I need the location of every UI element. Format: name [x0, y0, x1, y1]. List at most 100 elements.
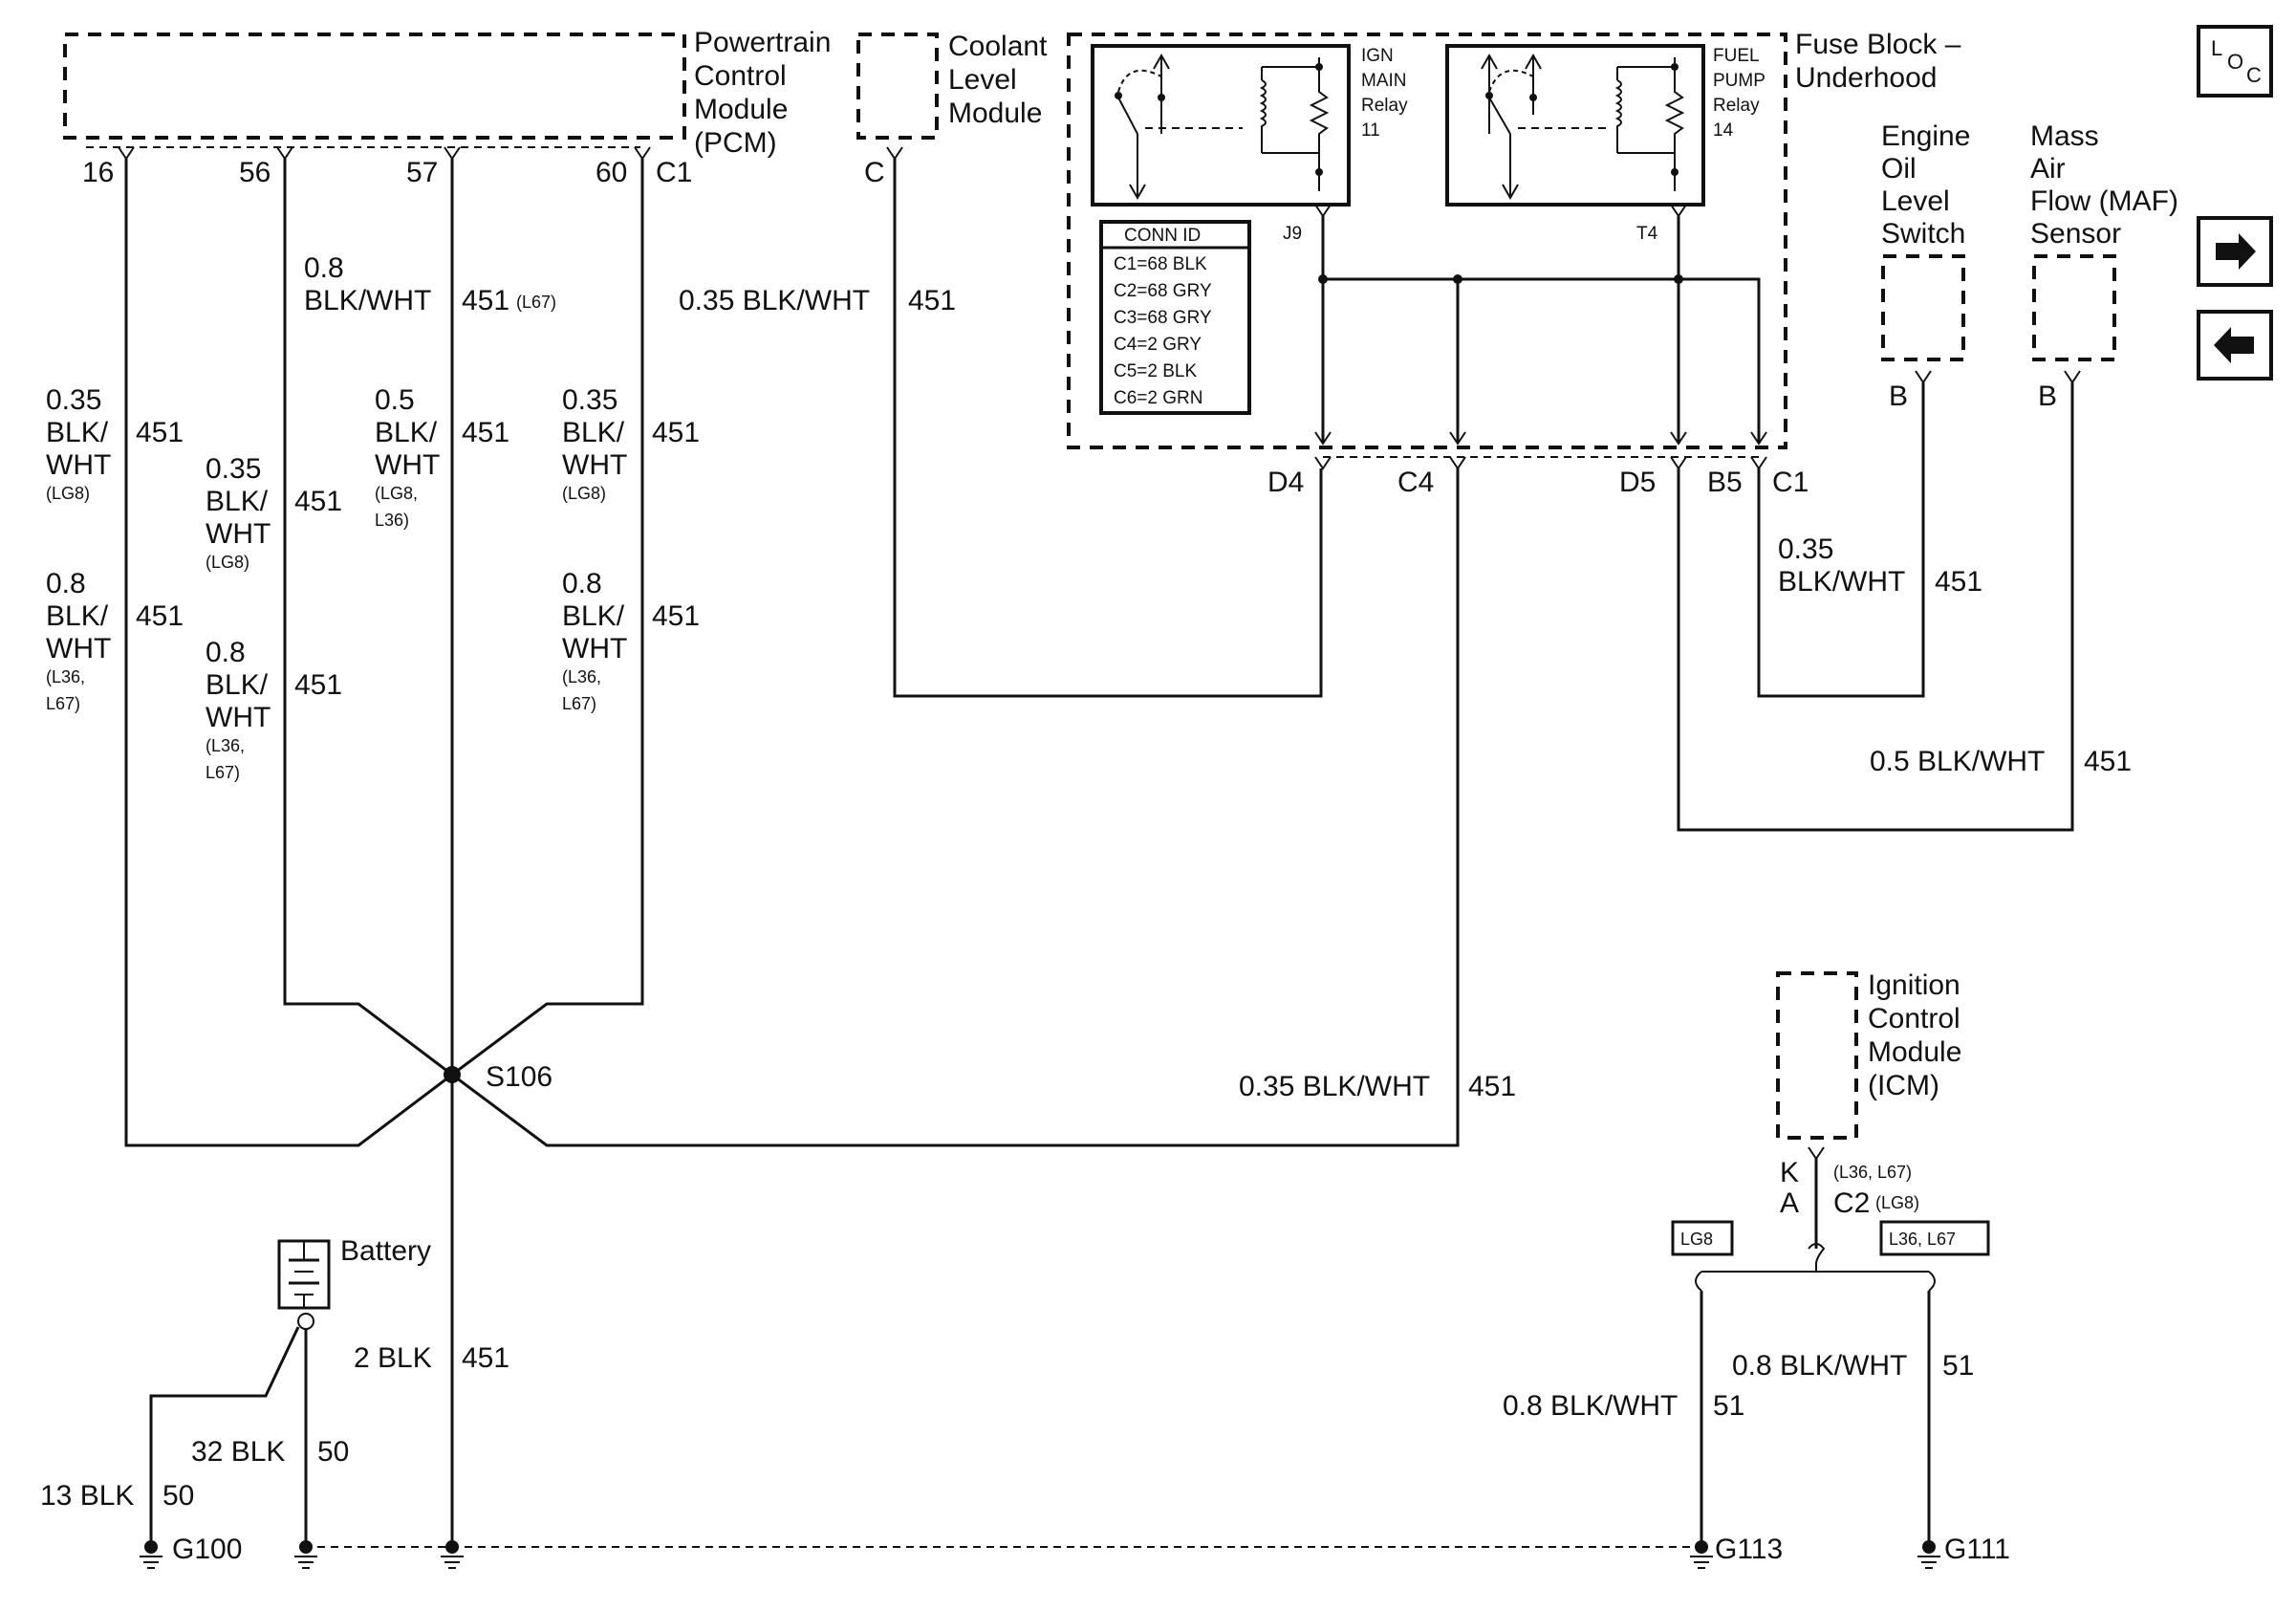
svg-text:D4: D4 — [1267, 467, 1304, 498]
svg-text:FUEL: FUEL — [1713, 46, 1760, 66]
svg-text:451: 451 — [462, 1342, 509, 1374]
svg-text:Flow (MAF): Flow (MAF) — [2030, 185, 2178, 217]
pcm-pin-56: 56 — [239, 157, 271, 188]
svg-text:(L36,: (L36, — [46, 667, 85, 686]
conn-id-table: CONN ID C1=68 BLK C2=68 GRY C3=68 GRY C4… — [1099, 220, 1251, 415]
oil-wire-label-1: 0.35 — [1778, 533, 1833, 565]
svg-text:BLK/: BLK/ — [562, 600, 625, 632]
svg-text:Underhood: Underhood — [1795, 62, 1937, 94]
svg-text:(LG8): (LG8) — [562, 484, 606, 503]
ground-symbols: G100 G113 G111 — [140, 1534, 2010, 1569]
prev-button[interactable] — [2197, 310, 2273, 381]
svg-text:(LG8): (LG8) — [206, 553, 249, 572]
fuel-pump-relay: FUEL PUMP Relay 14 — [1445, 44, 1765, 207]
coolant-wire-label: 0.35 BLK/WHT — [679, 285, 870, 316]
svg-text:C: C — [2246, 63, 2262, 87]
main-wire-label: 2 BLK — [354, 1342, 432, 1374]
svg-text:WHT: WHT — [46, 633, 111, 664]
svg-text:MAIN: MAIN — [1361, 71, 1407, 91]
svg-text:0.8: 0.8 — [304, 252, 344, 284]
svg-text:451: 451 — [1935, 566, 1982, 598]
pcm-wires — [124, 159, 644, 1147]
svg-text:L36): L36) — [375, 511, 409, 530]
svg-text:11: 11 — [1361, 120, 1380, 141]
pcm56-wire-label-b: 0.8 BLK/ WHT (L36, L67) 451 — [206, 637, 342, 782]
pcm56-wire-label-a: 0.35 BLK/ WHT (LG8) 451 — [206, 453, 342, 572]
ground-g113-label: G113 — [1715, 1534, 1783, 1565]
svg-text:Oil: Oil — [1881, 153, 1917, 185]
svg-text:Module: Module — [1868, 1036, 1961, 1068]
option-tag-l36-l67: L36, L67 — [1879, 1220, 1990, 1256]
oil-wire-label-2: BLK/WHT — [1778, 566, 1905, 598]
svg-text:0.8: 0.8 — [206, 637, 246, 668]
svg-text:51: 51 — [1713, 1390, 1744, 1422]
g113-wire-label: 0.8 BLK/WHT — [1503, 1390, 1678, 1422]
pcm-label-line3: Module — [694, 94, 788, 125]
svg-text:C5=2 BLK: C5=2 BLK — [1114, 361, 1197, 381]
svg-text:451: 451 — [462, 285, 509, 316]
svg-text:B: B — [1889, 381, 1908, 412]
ignition-control-module: Ignition Control Module (ICM) K A (L36, … — [1695, 969, 1961, 1541]
main-ground-wire: 2 BLK 451 — [354, 1075, 509, 1541]
pcm-label-line2: Control — [694, 60, 787, 92]
svg-text:451: 451 — [1468, 1071, 1516, 1102]
svg-text:WHT: WHT — [562, 449, 627, 481]
svg-text:(L36,: (L36, — [206, 736, 245, 755]
ground-g111-label: G111 — [1944, 1534, 2010, 1565]
svg-text:Mass: Mass — [2030, 120, 2099, 152]
svg-text:BLK/WHT: BLK/WHT — [304, 285, 431, 316]
svg-text:L36, L67: L36, L67 — [1889, 1230, 1956, 1249]
splice-label: S106 — [486, 1061, 552, 1093]
svg-text:BLK/: BLK/ — [562, 417, 625, 448]
svg-text:BLK/: BLK/ — [206, 669, 269, 701]
svg-text:451: 451 — [2084, 746, 2132, 777]
svg-text:CONN ID: CONN ID — [1124, 226, 1201, 246]
svg-text:Sensor: Sensor — [2030, 218, 2121, 250]
next-button[interactable] — [2197, 216, 2273, 287]
svg-text:PUMP: PUMP — [1713, 71, 1765, 91]
g113-g111-wire-labels: 0.8 BLK/WHT 51 0.8 BLK/WHT 51 — [1503, 1350, 1974, 1422]
svg-text:451: 451 — [294, 669, 342, 701]
loc-button[interactable]: L O C — [2197, 25, 2273, 98]
pcm-label-line4: (PCM) — [694, 127, 777, 159]
battery: Battery — [277, 1235, 431, 1330]
svg-text:K: K — [1780, 1157, 1799, 1188]
left-arrow-icon — [2214, 327, 2254, 363]
svg-text:(LG8): (LG8) — [1875, 1193, 1919, 1212]
pcm57-wire-label-b: 0.5 BLK/ WHT (LG8, L36) 451 — [375, 384, 509, 530]
svg-text:WHT: WHT — [206, 518, 271, 550]
svg-text:J9: J9 — [1283, 224, 1302, 244]
ground-icon — [441, 1540, 464, 1569]
svg-text:WHT: WHT — [375, 449, 440, 481]
pcm-module: Powertrain Control Module (PCM) — [63, 27, 831, 159]
coolant-pin-c: C — [864, 157, 885, 188]
ground-icon — [1690, 1540, 1713, 1569]
svg-text:451: 451 — [136, 417, 184, 448]
svg-text:C4=2 GRY: C4=2 GRY — [1114, 335, 1202, 355]
c4-wire — [451, 468, 1460, 1147]
pcm-connector: 16 56 57 60 C1 — [82, 146, 692, 188]
g100-wires: 32 BLK 50 13 BLK 50 — [40, 1326, 349, 1541]
svg-text:Relay: Relay — [1713, 96, 1760, 116]
svg-text:Ignition: Ignition — [1868, 969, 1960, 1001]
svg-text:C1=68 BLK: C1=68 BLK — [1114, 254, 1207, 274]
pcm-pin-16: 16 — [82, 157, 114, 188]
ground-icon — [294, 1540, 317, 1569]
svg-text:C6=2 GRN: C6=2 GRN — [1114, 388, 1202, 408]
pcm16-wire-label-a: 0.35 BLK/ WHT (LG8) 451 — [46, 384, 184, 503]
coolant-level-module: Coolant Level Module C 0.35 BLK/WHT 451 — [679, 31, 1323, 698]
svg-text:L67): L67) — [46, 694, 80, 713]
svg-text:Engine: Engine — [1881, 120, 1970, 152]
svg-text:(L67): (L67) — [516, 293, 556, 312]
maf-sensor: Mass Air Flow (MAF) Sensor B 0.5 BLK/WHT… — [1677, 120, 2178, 832]
pcm16-wire-label-b: 0.8 BLK/ WHT (L36, L67) 451 — [46, 568, 184, 713]
svg-text:(L36,: (L36, — [562, 667, 601, 686]
fuse-block: Fuse Block – Underhood IGN MAIN Relay 11 — [1067, 29, 1961, 449]
pcm-label-line1: Powertrain — [694, 27, 831, 58]
engine-oil-level-switch: Engine Oil Level Switch B 0.35 BLK/WHT 4… — [1757, 120, 1982, 698]
svg-text:Air: Air — [2030, 153, 2066, 185]
ign-main-relay: IGN MAIN Relay 11 — [1091, 44, 1408, 207]
svg-text:0.35: 0.35 — [206, 453, 261, 485]
option-tag-lg8: LG8 — [1671, 1220, 1734, 1256]
